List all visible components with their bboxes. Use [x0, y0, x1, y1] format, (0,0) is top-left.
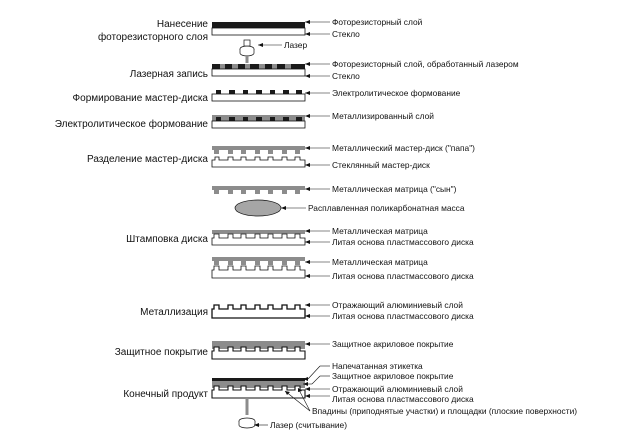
layer-label: Расплавленная поликарбонатная масса	[308, 203, 465, 213]
layer-label: Защитное акриловое покрытие	[332, 339, 454, 349]
layer-label: Литая основа пластмассового диска	[332, 394, 474, 404]
stage-son-matrix	[212, 186, 305, 217]
stage-title: Штамповка диска	[126, 234, 208, 245]
stage-master-forming	[211, 90, 306, 102]
layer-label: Напечатанная этикетка	[332, 361, 423, 371]
stage-title: Конечный продукт	[123, 389, 208, 400]
layer-label: Литая основа пластмассового диска	[332, 237, 474, 247]
stage-title: Формирование мастер-диска	[73, 93, 209, 104]
metal-son-matrix	[212, 186, 305, 194]
stage-titles: Нанесение фоторезисторного слоя Лазерная…	[55, 19, 209, 400]
stage-title: фоторезисторного слоя	[98, 31, 208, 43]
layer-label: Впадины (приподнятые участки) и площадки…	[312, 406, 577, 416]
layer-label: Литая основа пластмассового диска	[332, 271, 474, 281]
stage-stamping	[211, 230, 306, 279]
stage-title: Разделение мастер-диска	[87, 154, 208, 165]
layer-label: Электролитическое формование	[332, 88, 461, 98]
glass-substrate	[211, 27, 306, 36]
stage-title: Электролитическое формование	[55, 118, 209, 130]
glass-master-disc	[211, 156, 306, 168]
layer-label: Фоторезисторный слой, обработанный лазер…	[332, 59, 519, 69]
layer-label: Стеклянный мастер-диск	[332, 160, 430, 170]
layer-label: Стекло	[332, 71, 360, 81]
leader-lines	[254, 21, 330, 426]
metal-father-disc	[212, 146, 305, 154]
stage-title: Защитное покрытие	[115, 347, 209, 358]
arrowheads	[254, 20, 310, 427]
printed-label-layer	[212, 378, 305, 381]
stage-title: Нанесение	[157, 19, 209, 30]
layer-label: Отражающий алюминиевый слой	[332, 384, 463, 394]
stage-photoresist-coating	[211, 22, 306, 36]
layer-labels: Фоторезисторный слой Стекло Лазер Фоторе…	[270, 17, 577, 430]
layer-label: Лазер	[284, 40, 307, 50]
layer-label: Литая основа пластмассового диска	[332, 311, 474, 321]
stage-separation	[211, 146, 306, 168]
layer-label: Металлическая матрица	[332, 257, 428, 267]
layer-label: Металлический мастер-диск ("папа")	[332, 143, 475, 153]
stage-electroforming	[211, 115, 306, 129]
laser-writer	[239, 39, 255, 63]
layer-label: Защитное акриловое покрытие	[332, 371, 454, 381]
layer-label: Стекло	[332, 29, 360, 39]
stage-laser-recording	[211, 64, 306, 77]
layer-label: Лазер (считывание)	[270, 420, 347, 430]
layer-label: Фоторезисторный слой	[332, 17, 423, 27]
stage-final-product	[211, 378, 306, 429]
layer-label: Металлическая матрица ("сын")	[332, 184, 457, 194]
stage-protective-coating	[211, 341, 306, 360]
layer-label: Отражающий алюминиевый слой	[332, 300, 463, 310]
stage-title: Металлизация	[140, 307, 208, 318]
photoresist-layer	[212, 22, 305, 28]
stage-title: Лазерная запись	[130, 69, 208, 80]
layer-label: Металлическая матрица	[332, 226, 428, 236]
molten-polycarbonate	[234, 199, 282, 217]
stage-metallization	[211, 304, 306, 319]
layer-label: Металлизированный слой	[332, 111, 434, 121]
